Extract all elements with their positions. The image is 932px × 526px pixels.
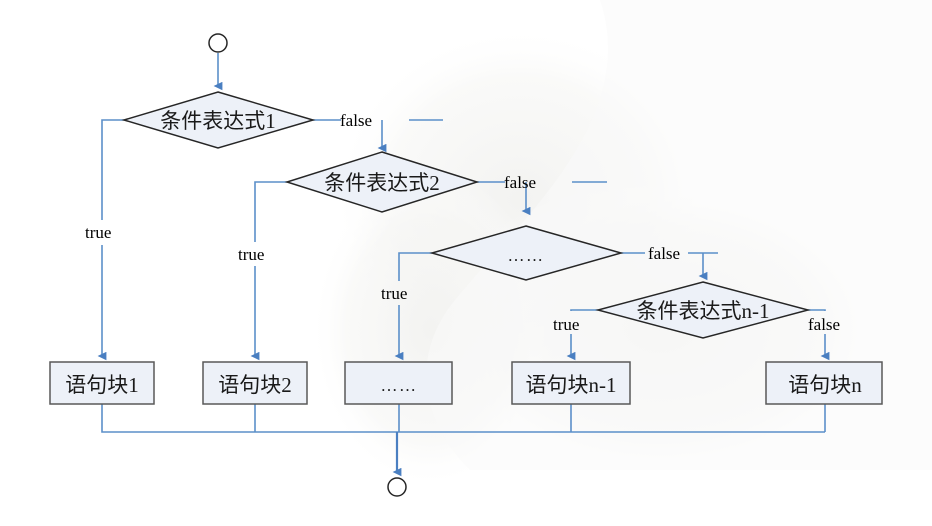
start-circle (208, 33, 228, 53)
process-p1-label: 语句块1 (65, 373, 139, 397)
decision-shapes (121, 91, 811, 339)
process-p5[interactable] (765, 361, 883, 405)
process-p5-label: 语句块n (788, 373, 862, 397)
process-p4-label: 语句块n-1 (526, 373, 617, 397)
edge-label-d2-true: true (238, 245, 264, 264)
edge-d1-true-upper (101, 119, 124, 220)
edge-label-d2-false: false (504, 173, 536, 192)
decision-d2[interactable] (284, 151, 480, 213)
decision-d3[interactable] (429, 225, 624, 281)
connectors (97, 53, 830, 477)
process-p3[interactable] (344, 361, 453, 405)
edge-label-d3-true: true (381, 284, 407, 303)
edge-label-d4-false: false (808, 315, 840, 334)
decision-d1-label: 条件表达式1 (160, 109, 276, 133)
process-p2[interactable] (202, 361, 308, 405)
process-p1[interactable] (49, 361, 155, 405)
edge-label-d4-true: true (553, 315, 579, 334)
process-shapes (49, 361, 883, 405)
decision-d1[interactable] (121, 91, 316, 149)
edge-labels: false true false true false true true fa… (85, 111, 840, 334)
process-p3-label: …… (381, 376, 418, 395)
process-p2-label: 语句块2 (218, 373, 292, 397)
decision-d3-label: …… (508, 246, 545, 265)
edge-merge-rail (101, 404, 825, 433)
edge-d4-false-upper (808, 309, 826, 311)
edge-label-d3-false: false (648, 244, 680, 263)
edge-d4-true-upper (570, 309, 598, 311)
decision-d4-label: 条件表达式n-1 (637, 299, 770, 323)
edge-label-d1-false: false (340, 111, 372, 130)
edge-d2-true-upper (254, 181, 287, 242)
edge-label-d1-true: true (85, 223, 111, 242)
shape-labels: 条件表达式1 条件表达式2 …… 条件表达式n-1 语句块1 语句块2 …… 语… (65, 109, 862, 397)
end-circle (387, 477, 407, 497)
decision-d4[interactable] (595, 281, 811, 339)
edge-d3-true-upper (398, 252, 432, 281)
decision-d2-label: 条件表达式2 (324, 171, 440, 195)
background-shading (310, 0, 932, 490)
process-p4[interactable] (511, 361, 631, 405)
